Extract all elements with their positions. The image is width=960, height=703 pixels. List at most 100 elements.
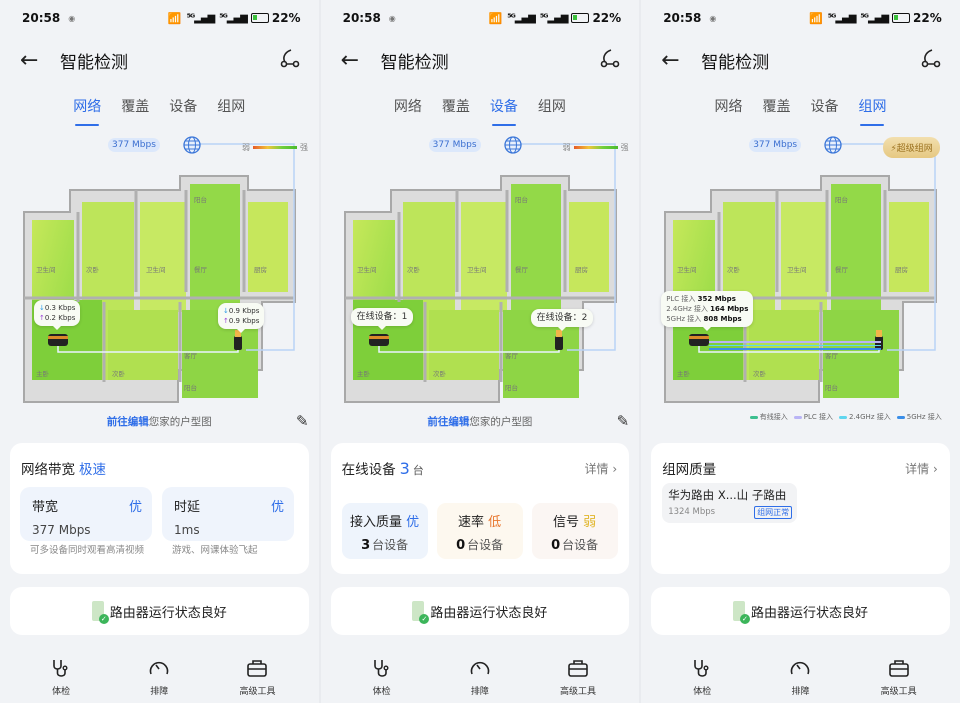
clock: 20:58 — [342, 11, 381, 25]
svg-text:餐厅: 餐厅 — [515, 265, 529, 274]
topology-icon[interactable] — [920, 47, 942, 73]
svg-text:卫生间: 卫生间 — [677, 265, 697, 274]
sub-router-traffic-bubble: ↓0.9 Kbps↑0.9 Kbps — [218, 303, 265, 333]
tab-bar: 网络 覆盖 设备 组网 — [641, 96, 960, 126]
topology-icon[interactable] — [279, 47, 301, 73]
svg-text:卫生间: 卫生间 — [467, 265, 487, 274]
tab-0[interactable]: 网络 — [393, 99, 422, 115]
tile-unit: 台设备 — [467, 538, 504, 552]
battery-level: 22% — [271, 11, 301, 25]
signal-gradient-bar — [573, 146, 618, 149]
details-link[interactable]: 详情 › — [585, 460, 618, 477]
floor-plan-heatmap: 阳台卫生间次卧 卫生间餐厅厨房 主卧次卧客厅阳台 — [0, 132, 318, 432]
tile-grade: 低 — [488, 515, 502, 530]
tab-3[interactable]: 组网 — [858, 96, 886, 126]
legend-label: 有线接入 — [759, 413, 788, 421]
nav-checkup[interactable]: 体检 — [672, 658, 732, 697]
nav-troubleshoot[interactable]: 排障 — [129, 658, 189, 697]
legend-weak: 弱 — [562, 143, 571, 152]
battery-icon — [892, 13, 911, 23]
tab-3[interactable]: 组网 — [217, 99, 246, 115]
details-link[interactable]: 详情 › — [905, 460, 938, 477]
floor-plan-heatmap: 阳台卫生间次卧 卫生间餐厅厨房 主卧次卧客厅阳台 — [321, 132, 639, 432]
pencil-icon[interactable]: ✎ — [296, 412, 309, 430]
tab-0[interactable]: 网络 — [714, 99, 743, 115]
tile-grade: 弱 — [583, 515, 597, 530]
tab-2[interactable]: 设备 — [810, 99, 839, 115]
wifi-icon: 📶 — [488, 11, 503, 25]
router-status-card[interactable]: 路由器运行状态良好 — [10, 587, 309, 635]
tab-2[interactable]: 设备 — [490, 96, 518, 126]
svg-text:卫生间: 卫生间 — [36, 265, 56, 274]
main-router-devices-bubble: 在线设备：1 — [350, 308, 414, 330]
bandwidth-title: 网络带宽 — [21, 462, 75, 478]
pencil-icon[interactable]: ✎ — [616, 412, 630, 430]
router-status-card[interactable]: 路由器运行状态良好 — [330, 587, 630, 635]
svg-text:卫生间: 卫生间 — [357, 265, 377, 274]
metric-value: 1ms — [174, 523, 200, 537]
nav-advanced-tools[interactable]: 高级工具 — [548, 658, 608, 697]
nav-advanced-tools[interactable]: 高级工具 — [869, 658, 929, 697]
signal-icon-2: ⁵ᴳ▂▄▆ — [539, 12, 569, 24]
edit-floorplan-link[interactable]: 前往编辑 — [106, 416, 149, 428]
tab-0[interactable]: 网络 — [73, 96, 101, 126]
metric-desc: 可多设备同时观看高清视频 — [30, 545, 145, 556]
topology-icon[interactable] — [599, 47, 621, 73]
tab-1[interactable]: 覆盖 — [762, 99, 791, 115]
nav-label: 体检 — [52, 687, 71, 697]
tab-1[interactable]: 覆盖 — [441, 99, 470, 115]
super-mesh-badge[interactable]: ⚡超级组网 — [883, 137, 940, 158]
legend-label: 5GHz 接入 — [906, 413, 942, 421]
svg-text:阳台: 阳台 — [194, 195, 207, 204]
mesh-quality-title: 组网质量 — [662, 462, 717, 478]
nav-checkup[interactable]: 体检 — [352, 658, 412, 697]
router-status-text: 路由器运行状态良好 — [750, 605, 868, 621]
signal-icon-2: ⁵ᴳ▂▄▆ — [860, 12, 889, 24]
nav-troubleshoot[interactable]: 排障 — [450, 658, 510, 697]
svg-text:餐厅: 餐厅 — [194, 265, 208, 274]
back-button[interactable]: ← — [340, 47, 360, 73]
nav-troubleshoot[interactable]: 排障 — [770, 658, 830, 697]
legend-label: 2.4GHz 接入 — [849, 413, 891, 421]
nav-label: 体检 — [693, 687, 712, 697]
back-button[interactable]: ← — [20, 47, 39, 73]
svg-text:阳台: 阳台 — [515, 195, 528, 204]
details-label: 详情 — [905, 462, 930, 476]
router-status-card[interactable]: 路由器运行状态良好 — [651, 587, 950, 635]
upload-rate: 0.9 Kbps — [228, 317, 260, 325]
tab-2[interactable]: 设备 — [169, 99, 198, 115]
toolbox-icon — [888, 658, 910, 681]
svg-text:阳台: 阳台 — [835, 195, 848, 204]
app-header: ←智能检测 — [661, 46, 942, 74]
svg-text:主卧: 主卧 — [357, 369, 371, 378]
back-button[interactable]: ← — [661, 47, 680, 73]
nav-advanced-tools[interactable]: 高级工具 — [227, 658, 287, 697]
tab-1[interactable]: 覆盖 — [121, 99, 150, 115]
chevron-right-icon: › — [932, 462, 938, 476]
svg-text:次卧: 次卧 — [727, 265, 741, 274]
nav-label: 高级工具 — [880, 687, 917, 697]
tile-label: 接入质量 — [350, 515, 403, 530]
router-status-text: 路由器运行状态良好 — [109, 605, 227, 621]
legend-strong: 强 — [300, 143, 308, 152]
nav-checkup[interactable]: 体检 — [31, 658, 91, 697]
svg-text:阳台: 阳台 — [825, 383, 838, 392]
metric-grade: 优 — [270, 500, 284, 515]
router-ok-icon — [732, 601, 750, 624]
tab-3[interactable]: 组网 — [537, 99, 566, 115]
bottom-nav: 体检 排障高级工具 — [641, 658, 960, 697]
stethoscope-icon — [50, 658, 72, 681]
tile-count: 0 — [456, 538, 466, 553]
bottom-nav: 体检 排障高级工具 — [0, 658, 319, 697]
legend-weak: 弱 — [242, 143, 250, 152]
metric-grade: 优 — [128, 500, 142, 515]
signal-icon: ⁵ᴳ▂▄▆ — [507, 12, 536, 24]
svg-text:客厅: 客厅 — [825, 351, 839, 360]
edit-floorplan-link[interactable]: 前往编辑 — [427, 416, 470, 428]
